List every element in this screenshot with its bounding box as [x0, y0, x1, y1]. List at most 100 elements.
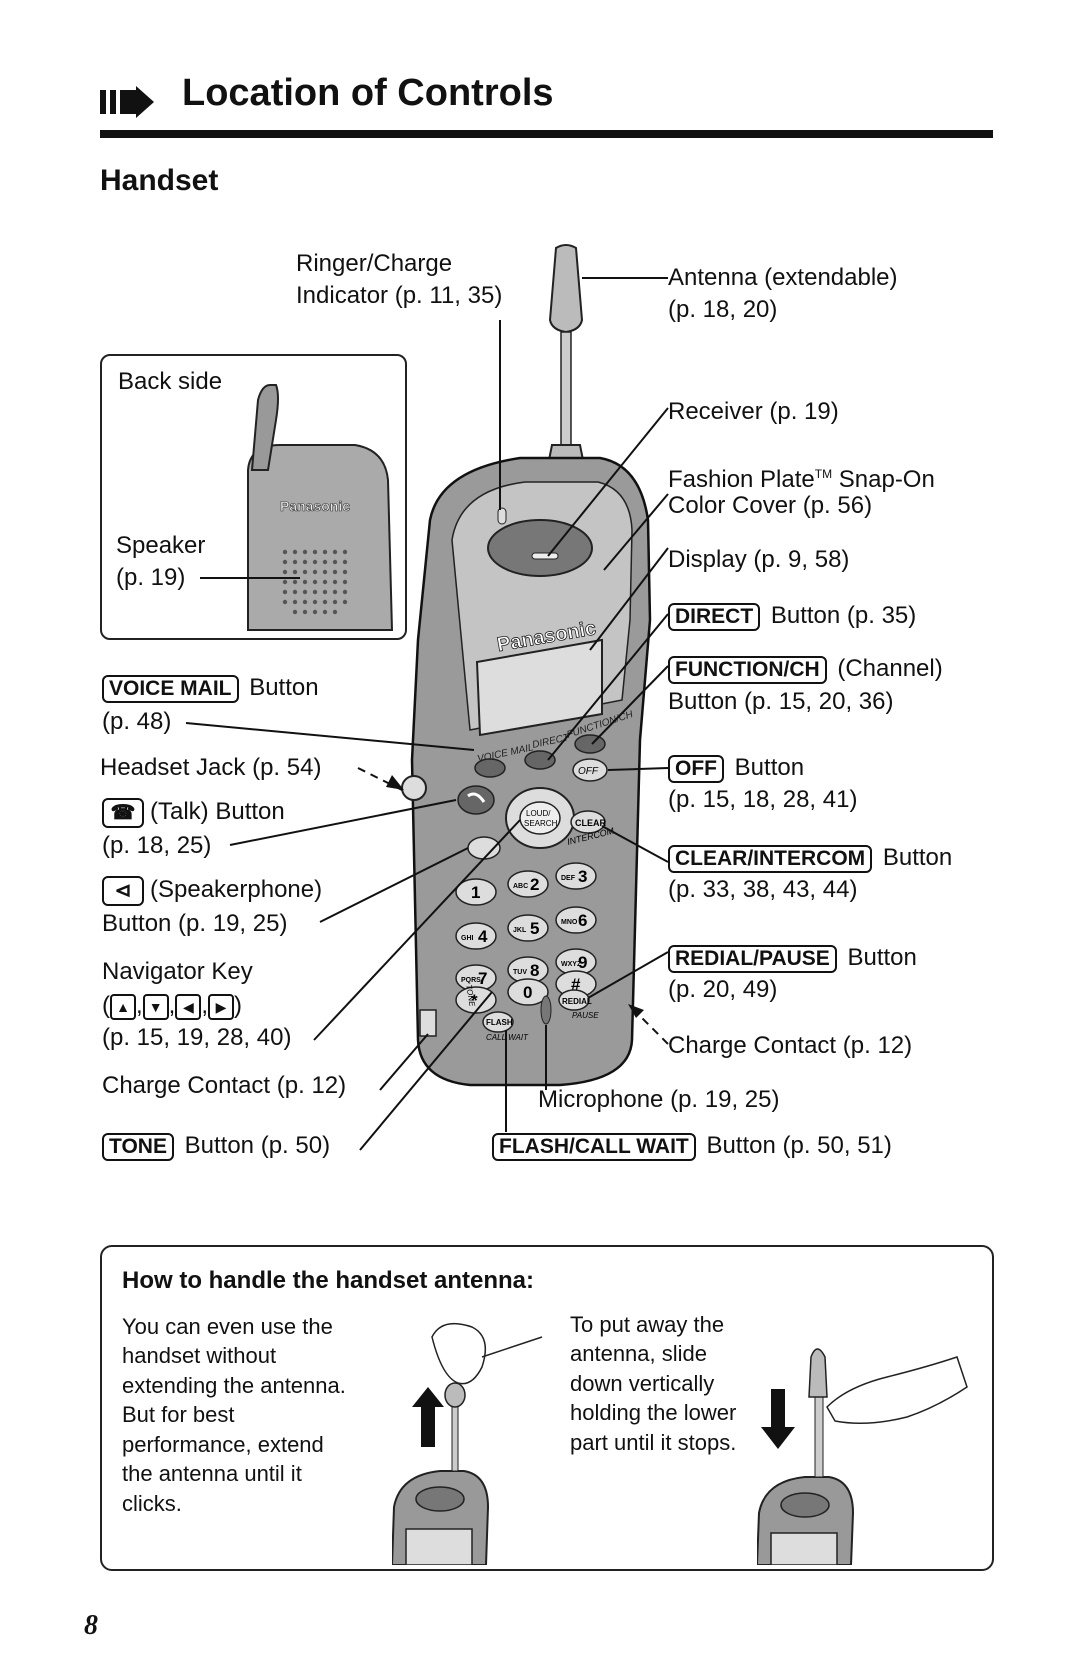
direct-label: DIRECT Button (p. 35) [668, 600, 916, 632]
back-brand-logo: Panasonic [280, 498, 350, 514]
right-arrow-icon [100, 86, 154, 118]
page-number: 8 [84, 1610, 98, 1641]
keypad-digit: * [471, 991, 478, 1010]
keypad-letters: ABC [513, 883, 528, 890]
display-label: Display (p. 9, 58) [668, 546, 850, 573]
svg-text:CLEAR: CLEAR [575, 818, 606, 828]
keypad-letters: DEF [561, 875, 576, 882]
info-left-line: handset without [122, 1343, 277, 1368]
antenna-info-box: How to handle the handset antenna: You c… [100, 1245, 994, 1571]
handset-illustration: Panasonic Panasonic VOICE MAIL DIRECT [185, 244, 669, 1151]
nav-left-icon: ◀ [175, 993, 202, 1020]
flash-call-wait-label: FLASH/CALL WAIT Button (p. 50, 51) [492, 1130, 892, 1162]
back-handset-drawing: Panasonic [200, 384, 394, 631]
redial-pause-label: REDIAL/PAUSE Button [668, 942, 917, 974]
navigator-label-line1: Navigator Key [102, 958, 253, 985]
keypad-digit: 4 [478, 927, 488, 946]
svg-text:REDIAL: REDIAL [562, 997, 592, 1006]
keypad-digit: 8 [530, 961, 539, 980]
nav-right-icon: ▶ [208, 993, 235, 1020]
keypad-digit: 6 [578, 911, 587, 930]
info-right-line: part until it stops. [570, 1430, 737, 1455]
extend-antenna-illustration [392, 1322, 543, 1565]
voice-mail-label: VOICE MAIL Button [102, 672, 319, 704]
clear-key [570, 810, 606, 834]
function-ch-label: FUNCTION/CH (Channel) [668, 653, 943, 685]
down-arrow-icon [761, 1389, 795, 1449]
keypad-key [555, 906, 597, 934]
talk-icon: ☎ [102, 797, 144, 828]
keypad-letters: MNO [561, 919, 578, 926]
fashion-plate-label-line2: Color Cover (p. 56) [668, 492, 873, 519]
keypad-letters: TUV [513, 969, 527, 976]
antenna-label-line1: Antenna (extendable) [668, 264, 898, 291]
voice-mail-label-line2: (p. 48) [102, 708, 172, 735]
info-right-line: To put away the [570, 1312, 725, 1337]
keypad-key [507, 978, 549, 1006]
tone-label: TONE Button (p. 50) [102, 1130, 330, 1162]
talk-key [457, 785, 495, 815]
speakerphone-label-line2: Button (p. 19, 25) [102, 910, 288, 937]
antenna-label-line2: (p. 18, 20) [668, 296, 778, 323]
charge-contact-left-label: Charge Contact (p. 12) [102, 1072, 347, 1099]
off-label-line2: (p. 15, 18, 28, 41) [668, 786, 858, 813]
headset-jack-label: Headset Jack (p. 54) [100, 754, 322, 781]
page-title: Location of Controls [182, 72, 554, 114]
svg-text:CALL WAIT: CALL WAIT [486, 1033, 529, 1042]
svg-text:OFF: OFF [578, 766, 599, 777]
info-right-line: antenna, slide [570, 1341, 707, 1366]
flash-key [482, 1011, 514, 1033]
info-left-line: extending the antenna. [122, 1373, 346, 1398]
function-ch-label-line2: Button (p. 15, 20, 36) [668, 688, 894, 715]
keypad-key [507, 870, 549, 898]
speakerphone-label: ⊲(Speakerphone) [102, 874, 322, 906]
info-left-line: clicks. [122, 1491, 182, 1516]
svg-text:SEARCH: SEARCH [524, 819, 558, 828]
back-side-inset [100, 354, 407, 640]
function-key [574, 734, 606, 754]
clear-intercom-label: CLEAR/INTERCOM Button [668, 842, 952, 874]
nav-up-icon: ▲ [110, 993, 136, 1020]
info-left-line: You can even use the [122, 1314, 333, 1339]
navigator-keys: (▲,▼,◀,▶) [102, 992, 243, 1020]
section-title: Handset [100, 164, 219, 197]
redial-pause-label-line2: (p. 20, 49) [668, 976, 778, 1003]
svg-text:LOUD/: LOUD/ [526, 809, 551, 818]
microphone-label: Microphone (p. 19, 25) [538, 1086, 780, 1113]
microphone-hole [540, 995, 552, 1025]
info-right-line: holding the lower [570, 1400, 737, 1425]
keypad-key [455, 878, 497, 906]
headset-jack [401, 775, 427, 801]
speaker-label-line2: (p. 19) [116, 564, 186, 591]
keypad-digit: 0 [523, 983, 532, 1002]
keypad-letters: GHI [461, 935, 474, 942]
charge-contact-right-label: Charge Contact (p. 12) [668, 1032, 913, 1059]
speakerphone-icon: ⊲ [102, 875, 144, 906]
ringer-charge-label-line1: Ringer/Charge [296, 250, 453, 277]
info-box-heading: How to handle the handset antenna: [122, 1267, 535, 1294]
up-arrow-icon [412, 1387, 444, 1447]
keypad-letters: WXYZ [561, 961, 582, 968]
voice-mail-key [474, 758, 506, 778]
back-side-label: Back side [118, 368, 223, 395]
keypad-letters: JKL [513, 927, 527, 934]
keypad-key [555, 862, 597, 890]
info-right-line: down vertically [570, 1371, 715, 1396]
off-label: OFF Button [668, 752, 804, 784]
keypad-key [507, 914, 549, 942]
keypad-digit: 2 [530, 875, 539, 894]
direct-key [524, 750, 556, 770]
keypad-digit: 7 [478, 969, 487, 988]
off-key [572, 758, 608, 782]
keypad-digit: # [571, 975, 581, 994]
talk-label-line2: (p. 18, 25) [102, 832, 212, 859]
keypad-digit: 9 [578, 953, 587, 972]
info-left-line: But for best [122, 1402, 235, 1427]
keypad-key [455, 922, 497, 950]
talk-label: ☎(Talk) Button [102, 796, 285, 828]
svg-text:TONE: TONE [464, 984, 477, 1008]
redial-key [558, 989, 590, 1011]
ringer-charge-label-line2: Indicator (p. 11, 35) [296, 282, 503, 309]
keypad-key [455, 986, 497, 1014]
